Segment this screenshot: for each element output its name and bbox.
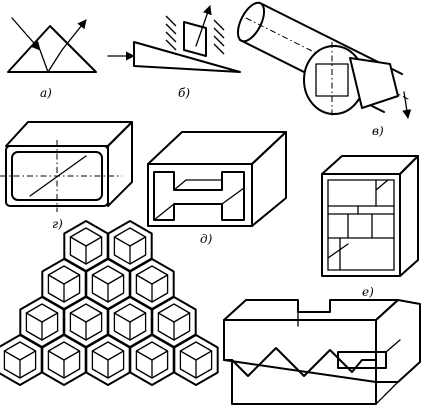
honeycomb-depth-line	[129, 236, 147, 247]
honeycomb-depth-line	[41, 312, 59, 323]
honeycomb-depth-line	[151, 274, 169, 285]
honeycomb-depth-line	[179, 350, 197, 361]
honeycomb-depth-line	[47, 350, 65, 361]
honeycomb-depth-line	[151, 350, 169, 361]
honeycomb-depth-line	[129, 312, 147, 323]
honeycomb-depth-line	[135, 350, 153, 361]
honeycomb-depth-line	[25, 312, 43, 323]
honeycomb-cell-inner	[113, 303, 147, 341]
figure-g-tube	[0, 121, 133, 212]
honeycomb-cell-inner	[3, 341, 37, 379]
caption-a: а)	[40, 86, 52, 100]
caption-b: б)	[178, 86, 190, 100]
honeycomb-cell-inner	[47, 265, 81, 303]
honeycomb-depth-line	[135, 274, 153, 285]
figure-a-prism	[7, 17, 97, 73]
honeycomb-depth-line	[91, 350, 109, 361]
honeycomb-depth-line	[19, 350, 37, 361]
honeycomb-depth-line	[157, 312, 175, 323]
honeycomb-depth-line	[69, 312, 87, 323]
figure-honeycomb	[0, 220, 219, 386]
honeycomb-cell-inner	[91, 265, 125, 303]
figure-v-cylinder	[236, 1, 412, 119]
honeycomb-cell-inner	[135, 341, 169, 379]
honeycomb-depth-line	[113, 236, 131, 247]
figure-e-cabinet	[321, 155, 419, 277]
honeycomb-cell-inner	[47, 341, 81, 379]
honeycomb-depth-line	[47, 274, 65, 285]
honeycomb-cell-inner	[69, 227, 103, 265]
honeycomb-depth-line	[85, 236, 103, 247]
honeycomb-depth-line	[113, 312, 131, 323]
honeycomb-depth-line	[107, 350, 125, 361]
caption-e: е)	[362, 285, 374, 299]
figure-stepped-block	[223, 299, 421, 405]
caption-v: в)	[372, 124, 384, 138]
caption-g: г)	[52, 217, 63, 231]
figure-d-box	[147, 131, 287, 227]
honeycomb-depth-line	[63, 274, 81, 285]
figure-b-wedge	[107, 5, 241, 73]
honeycomb-cell-inner	[91, 341, 125, 379]
honeycomb-depth-line	[107, 274, 125, 285]
honeycomb-cell-inner	[69, 303, 103, 341]
honeycomb-cell-inner	[113, 227, 147, 265]
honeycomb-depth-line	[195, 350, 213, 361]
honeycomb-depth-line	[69, 236, 87, 247]
caption-d: д)	[200, 232, 213, 246]
honeycomb-depth-line	[63, 350, 81, 361]
honeycomb-depth-line	[173, 312, 191, 323]
honeycomb-cell-inner	[179, 341, 213, 379]
honeycomb-cell-inner	[157, 303, 191, 341]
honeycomb-cell-inner	[25, 303, 59, 341]
honeycomb-depth-line	[85, 312, 103, 323]
honeycomb-depth-line	[3, 350, 21, 361]
honeycomb-cell-inner	[135, 265, 169, 303]
honeycomb-depth-line	[91, 274, 109, 285]
